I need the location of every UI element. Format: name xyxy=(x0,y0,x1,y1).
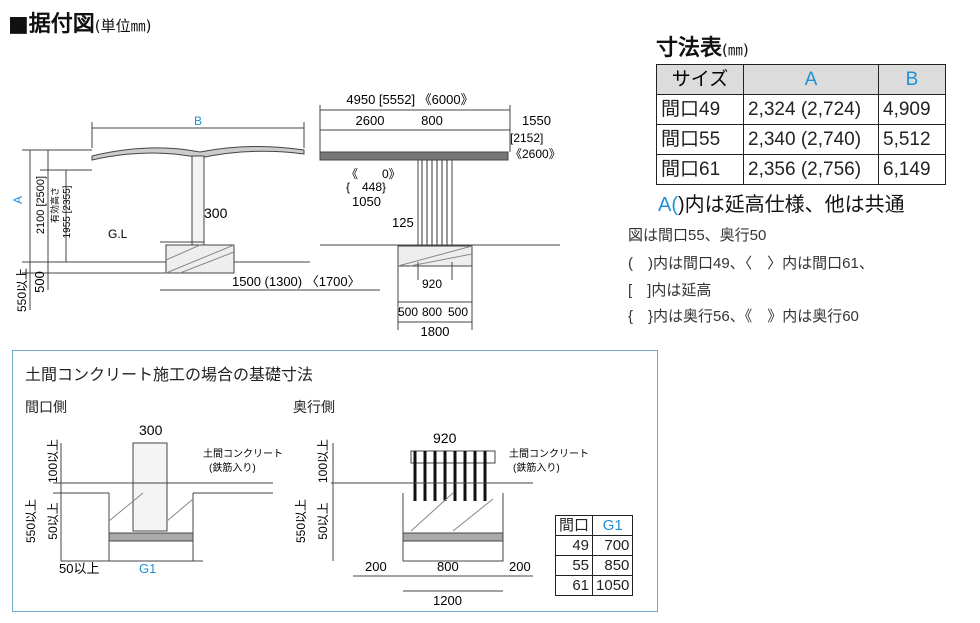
g1-cell: 850 xyxy=(592,555,634,576)
label-f-550: 550以上 xyxy=(24,499,38,543)
spec-note: A()内は延高仕様、他は共通 xyxy=(658,188,905,217)
label-f-300: 300 xyxy=(139,422,163,438)
table-row: 61 1050 xyxy=(554,575,634,596)
dims-title-main: 寸法表 xyxy=(656,36,723,61)
g1-header-g1: G1 xyxy=(592,515,634,536)
label-d-1200: 1200 xyxy=(433,593,462,608)
label-depth-550: 550以上 xyxy=(15,268,29,312)
dims-cell: 2,340 (2,740) xyxy=(743,124,879,155)
label-d-448: { 448} xyxy=(346,180,386,194)
g1-table: 間口 G1 49 700 55 850 61 1050 xyxy=(554,515,634,596)
dims-cell: 間口49 xyxy=(656,94,744,125)
label-d-1800: 1800 xyxy=(421,324,450,339)
label-d-500a: 500 xyxy=(398,305,418,319)
g1-header-width: 間口 xyxy=(554,515,594,536)
label-b: B xyxy=(194,114,202,128)
label-depth-500: 500 xyxy=(32,271,47,293)
dims-header-b: B xyxy=(878,64,946,95)
table-row: 間口55 2,340 (2,740) 5,512 xyxy=(656,124,946,155)
label-d-2152: [2152] xyxy=(510,131,543,145)
label-f-50v: 50以上 xyxy=(46,502,60,539)
dims-header-size: サイズ xyxy=(656,64,744,95)
label-gl: G.L xyxy=(108,227,128,241)
label-d-800: 800 xyxy=(421,113,443,128)
note-line: ( )内は間口49、〈 〉内は間口61、 xyxy=(628,255,874,272)
label-h1955: 1955 [2355] xyxy=(62,185,73,238)
label-d-concrete: 土間コンクリート xyxy=(509,447,589,460)
page-title: ■据付図(単位㎜) xyxy=(8,6,152,38)
dims-cell: 間口55 xyxy=(656,124,744,155)
dims-cell: 2,356 (2,756) xyxy=(743,154,879,185)
label-d-920: 920 xyxy=(422,277,442,291)
dims-cell: 2,324 (2,724) xyxy=(743,94,879,125)
label-d-1050: 1050 xyxy=(352,194,381,209)
page-title-main: ■据付図 xyxy=(8,12,95,37)
label-d-920: 920 xyxy=(433,430,457,446)
dims-cell: 間口61 xyxy=(656,154,744,185)
note-line: 図は間口55、奥行50 xyxy=(628,227,767,244)
foundation-depth-label: 奥行側 xyxy=(293,399,335,415)
label-f-g1: G1 xyxy=(139,561,156,576)
label-d-rebar: (鉄筋入り) xyxy=(513,461,560,474)
note-line: [ ]内は延高 xyxy=(628,282,712,299)
foundation-title: 土間コンクリート施工の場合の基礎寸法 xyxy=(25,367,314,384)
page-title-unit: (単位㎜) xyxy=(94,17,152,35)
dims-cell: 5,512 xyxy=(878,124,946,155)
table-row: 間口61 2,356 (2,756) 6,149 xyxy=(656,154,946,185)
label-d-200b: 200 xyxy=(509,559,531,574)
label-d-50v: 50以上 xyxy=(316,502,330,539)
label-f-100: 100以上 xyxy=(46,439,60,483)
g1-cell: 49 xyxy=(554,535,594,556)
note-line: { }内は奥行56、《 》内は奥行60 xyxy=(628,308,859,325)
dims-table: サイズ A B 間口49 2,324 (2,724) 4,909 間口55 2,… xyxy=(656,64,946,185)
label-d-2600: 2600 xyxy=(356,113,385,128)
g1-cell: 55 xyxy=(554,555,594,576)
label-d-500b: 500 xyxy=(448,305,468,319)
dims-cell: 4,909 xyxy=(878,94,946,125)
foundation-panel: 土間コンクリート施工の場合の基礎寸法 間口側 奥行側 xyxy=(12,350,658,612)
label-d-2600b: 《2600》 xyxy=(510,147,561,161)
foundation-drawing: 300 100以上 550以上 50以上 50以上 G1 土間コンクリート (鉄… xyxy=(24,422,589,608)
dims-header-a: A xyxy=(743,64,879,95)
label-a: A xyxy=(11,196,25,204)
table-row: 間口49 2,324 (2,724) 4,909 xyxy=(656,94,946,125)
foundation-front-label: 間口側 xyxy=(25,399,67,415)
label-d-550: 550以上 xyxy=(294,499,308,543)
label-d-800b: 800 xyxy=(422,305,442,319)
label-rebar: (鉄筋入り) xyxy=(209,461,256,474)
label-d-200a: 200 xyxy=(365,559,387,574)
label-d-125: 125 xyxy=(392,215,414,230)
label-concrete: 土間コンクリート xyxy=(203,447,283,460)
g1-cell: 61 xyxy=(554,575,594,596)
dims-title-unit: (㎜) xyxy=(722,41,749,59)
label-d-100: 100以上 xyxy=(316,439,330,483)
label-d-800: 800 xyxy=(437,559,459,574)
label-f-50h: 50以上 xyxy=(59,561,99,576)
table-row: 間口 G1 xyxy=(554,515,634,536)
side-view-drawing: 4950 [5552] 《6000》 2600 800 1550 [2152] … xyxy=(319,92,561,339)
label-d-0: 《 0》 xyxy=(346,167,401,181)
g1-cell: 700 xyxy=(592,535,634,556)
spec-note-rest: )内は延高仕様、他は共通 xyxy=(678,194,905,216)
label-post-300: 300 xyxy=(204,205,228,221)
label-span: 1500 (1300) 〈1700〉 xyxy=(232,274,361,289)
label-d-total: 4950 [5552] 《6000》 xyxy=(346,92,473,107)
table-row: 49 700 xyxy=(554,535,634,556)
label-d-1550: 1550 xyxy=(522,113,551,128)
front-view-drawing: B A 2100 [2500] 有効高さ 1955 [2355] 300 G.L… xyxy=(11,114,380,312)
spec-note-prefix: A( xyxy=(658,194,678,216)
dims-cell: 6,149 xyxy=(878,154,946,185)
g1-cell: 1050 xyxy=(592,575,634,596)
dims-table-header: サイズ A B xyxy=(656,64,946,95)
dims-title: 寸法表(㎜) xyxy=(656,30,749,62)
label-h2100: 2100 [2500] xyxy=(35,176,47,234)
label-yuko: 有効高さ xyxy=(49,187,60,223)
table-row: 55 850 xyxy=(554,555,634,576)
